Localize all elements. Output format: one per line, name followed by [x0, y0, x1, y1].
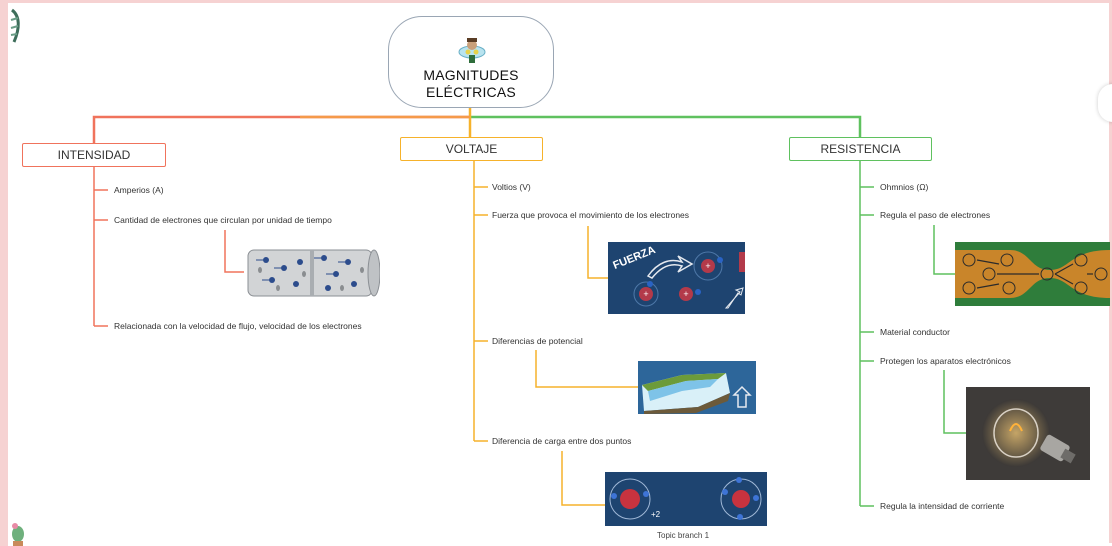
- charge-difference-image: +2: [605, 472, 767, 526]
- branch-resistencia[interactable]: RESISTENCIA: [789, 137, 932, 161]
- voltaje-item[interactable]: Diferencia de carga entre dos puntos: [492, 436, 632, 446]
- root-title-line1: MAGNITUDES: [423, 67, 519, 83]
- root-title-line2: ELÉCTRICAS: [426, 84, 516, 100]
- intensidad-item[interactable]: Cantidad de electrones que circulan por …: [114, 215, 332, 225]
- voltaje-item[interactable]: Fuerza que provoca el movimiento de los …: [492, 210, 690, 220]
- charge-label: +2: [651, 510, 661, 519]
- intensidad-item[interactable]: Amperios (A): [114, 185, 164, 195]
- cactus-decoration-icon: [12, 523, 24, 546]
- svg-text:+: +: [643, 289, 648, 299]
- branch-intensidad[interactable]: INTENSIDAD: [22, 143, 166, 167]
- potential-difference-image: [638, 361, 756, 414]
- resistencia-item[interactable]: Ohmnios (Ω): [880, 182, 929, 192]
- resistencia-item[interactable]: Protegen los aparatos electrónicos: [880, 356, 1011, 366]
- svg-text:+: +: [705, 261, 710, 271]
- root-topic[interactable]: MAGNITUDES ELÉCTRICAS: [388, 16, 554, 108]
- voltaje-item[interactable]: Diferencias de potencial: [492, 336, 583, 346]
- leaf-decoration-icon: [10, 8, 20, 43]
- voltaje-item[interactable]: Voltios (V): [492, 182, 531, 192]
- branch-voltaje[interactable]: VOLTAJE: [400, 137, 543, 161]
- canvas-left-border: [0, 0, 8, 546]
- resistencia-item[interactable]: Regula el paso de electrones: [880, 210, 991, 220]
- broken-bulb-image: [966, 387, 1090, 480]
- wire-electrons-image: [244, 244, 380, 300]
- side-panel-toggle-button[interactable]: [1098, 84, 1112, 122]
- scientist-icon: [458, 38, 486, 63]
- resistencia-item[interactable]: Material conductor: [880, 327, 950, 337]
- fuerza-image: + + + FUERZA: [608, 242, 745, 314]
- image-caption: Topic branch 1: [657, 531, 710, 540]
- intensidad-item[interactable]: Relacionada con la velocidad de flujo, v…: [114, 321, 362, 331]
- resistencia-item[interactable]: Regula la intensidad de corriente: [880, 501, 1005, 511]
- electron-flow-constriction-image: [955, 242, 1110, 306]
- svg-text:+: +: [683, 289, 688, 299]
